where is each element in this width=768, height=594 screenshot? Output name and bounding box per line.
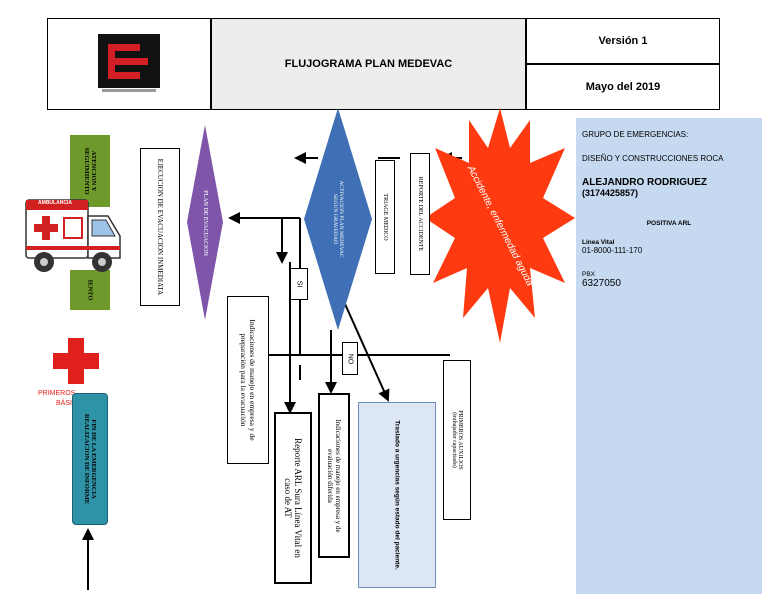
report-box: REPORTE DEL ACCIDENTE bbox=[410, 153, 430, 275]
contact-pbx-label: PBX bbox=[582, 271, 596, 278]
report-arl-box: Reporte ARL Sura Línea Vital en caso de … bbox=[274, 412, 312, 584]
red-cross-icon bbox=[53, 338, 99, 384]
ambulance-label: AMBULANCIA bbox=[38, 200, 72, 206]
contact-panel: GRUPO DE EMERGENCIAS: DISEÑO Y CONSTRUCC… bbox=[576, 118, 762, 594]
treatment-label: IENTO bbox=[86, 279, 94, 301]
no-box: NO bbox=[342, 342, 358, 375]
activation-label: ACTIVACION PLAN MEDEVAC SEGUN GRAVEDAD bbox=[332, 180, 344, 258]
contact-linea-label: Línea Vital bbox=[582, 239, 615, 246]
evac-plan-label-wrap: PLAN DE EVACUACION bbox=[187, 125, 223, 320]
contact-group: GRUPO DE EMERGENCIAS: bbox=[582, 130, 689, 139]
accident-label-wrap: Accidente, enfermedad aguda bbox=[425, 108, 575, 343]
transfer-box: Traslado a urgencias según estado del pa… bbox=[358, 402, 436, 588]
evac-plan-shape bbox=[187, 125, 223, 320]
instructions-2-label: Indicaciones de manejo en empresa y de e… bbox=[326, 418, 342, 533]
first-aid-red-label: PRIMEROS bbox=[38, 390, 76, 397]
triage-box: TRIAGE MEDICO bbox=[375, 160, 395, 274]
evac-exec-box: EJECUCION DE EVACUACION INMEDIATA bbox=[140, 148, 180, 306]
contact-name: ALEJANDRO RODRIGUEZ bbox=[582, 177, 708, 188]
version-label: Versión 1 bbox=[598, 35, 648, 47]
si-label: SI bbox=[295, 280, 303, 288]
date-label: Mayo del 2019 bbox=[585, 81, 661, 93]
accident-label: Accidente, enfermedad aguda bbox=[464, 163, 536, 288]
evac-plan-label: PLAN DE EVACUACION bbox=[202, 189, 208, 256]
ambulance-icon bbox=[25, 199, 121, 272]
attention-box: ATENCION Y SEGUIMIENTO bbox=[70, 135, 110, 207]
evac-exec-label: EJECUCION DE EVACUACION INMEDIATA bbox=[156, 158, 164, 296]
contact-company: DISEÑO Y CONSTRUCCIONES ROCA bbox=[582, 154, 724, 163]
end-label: FIN DE LA EMERGENCIA REALIZACION DE INFO… bbox=[83, 413, 97, 505]
logo-cell bbox=[47, 18, 211, 110]
contact-phone: (3174425857) bbox=[582, 188, 639, 198]
activation-label-wrap: ACTIVACION PLAN MEDEVAC SEGUN GRAVEDAD bbox=[304, 108, 372, 330]
triage-label: TRIAGE MEDICO bbox=[382, 193, 388, 241]
title-cell: FLUJOGRAMA PLAN MEDEVAC bbox=[211, 18, 526, 110]
instructions-1-box: Indicaciones de manejo en empresa y de p… bbox=[227, 296, 269, 464]
version-cell: Versión 1 bbox=[526, 18, 720, 64]
company-logo-icon bbox=[98, 34, 160, 92]
first-aid-red-label-2: BÁSI bbox=[56, 400, 72, 407]
contact-pbx-number: 6327050 bbox=[582, 278, 621, 289]
contact-linea-number: 01-8000-111-170 bbox=[582, 246, 643, 255]
end-box: FIN DE LA EMERGENCIA REALIZACION DE INFO… bbox=[72, 393, 108, 525]
first-aid-box: PRIMEROS AUXILIOS (trabajador capacitado… bbox=[443, 360, 471, 520]
contact-arl: POSITIVA ARL bbox=[646, 220, 692, 227]
transfer-label: Traslado a urgencias según estado del pa… bbox=[393, 420, 401, 570]
first-aid-label: PRIMEROS AUXILIOS (trabajador capacitado… bbox=[451, 410, 463, 470]
instructions-1-label: Indicaciones de manejo en empresa y de p… bbox=[239, 319, 257, 441]
si-box: SI bbox=[290, 268, 308, 300]
page-title: FLUJOGRAMA PLAN MEDEVAC bbox=[284, 58, 453, 70]
report-arl-label: Reporte ARL Sura Línea Vital en caso de … bbox=[283, 438, 303, 558]
no-label: NO bbox=[346, 353, 354, 364]
report-label: REPORTE DEL ACCIDENTE bbox=[417, 176, 423, 252]
activation-diamond bbox=[304, 108, 372, 330]
date-cell: Mayo del 2019 bbox=[526, 64, 720, 110]
accident-star bbox=[425, 108, 575, 343]
treatment-box: IENTO bbox=[70, 270, 110, 310]
instructions-2-box: Indicaciones de manejo en empresa y de e… bbox=[318, 393, 350, 558]
